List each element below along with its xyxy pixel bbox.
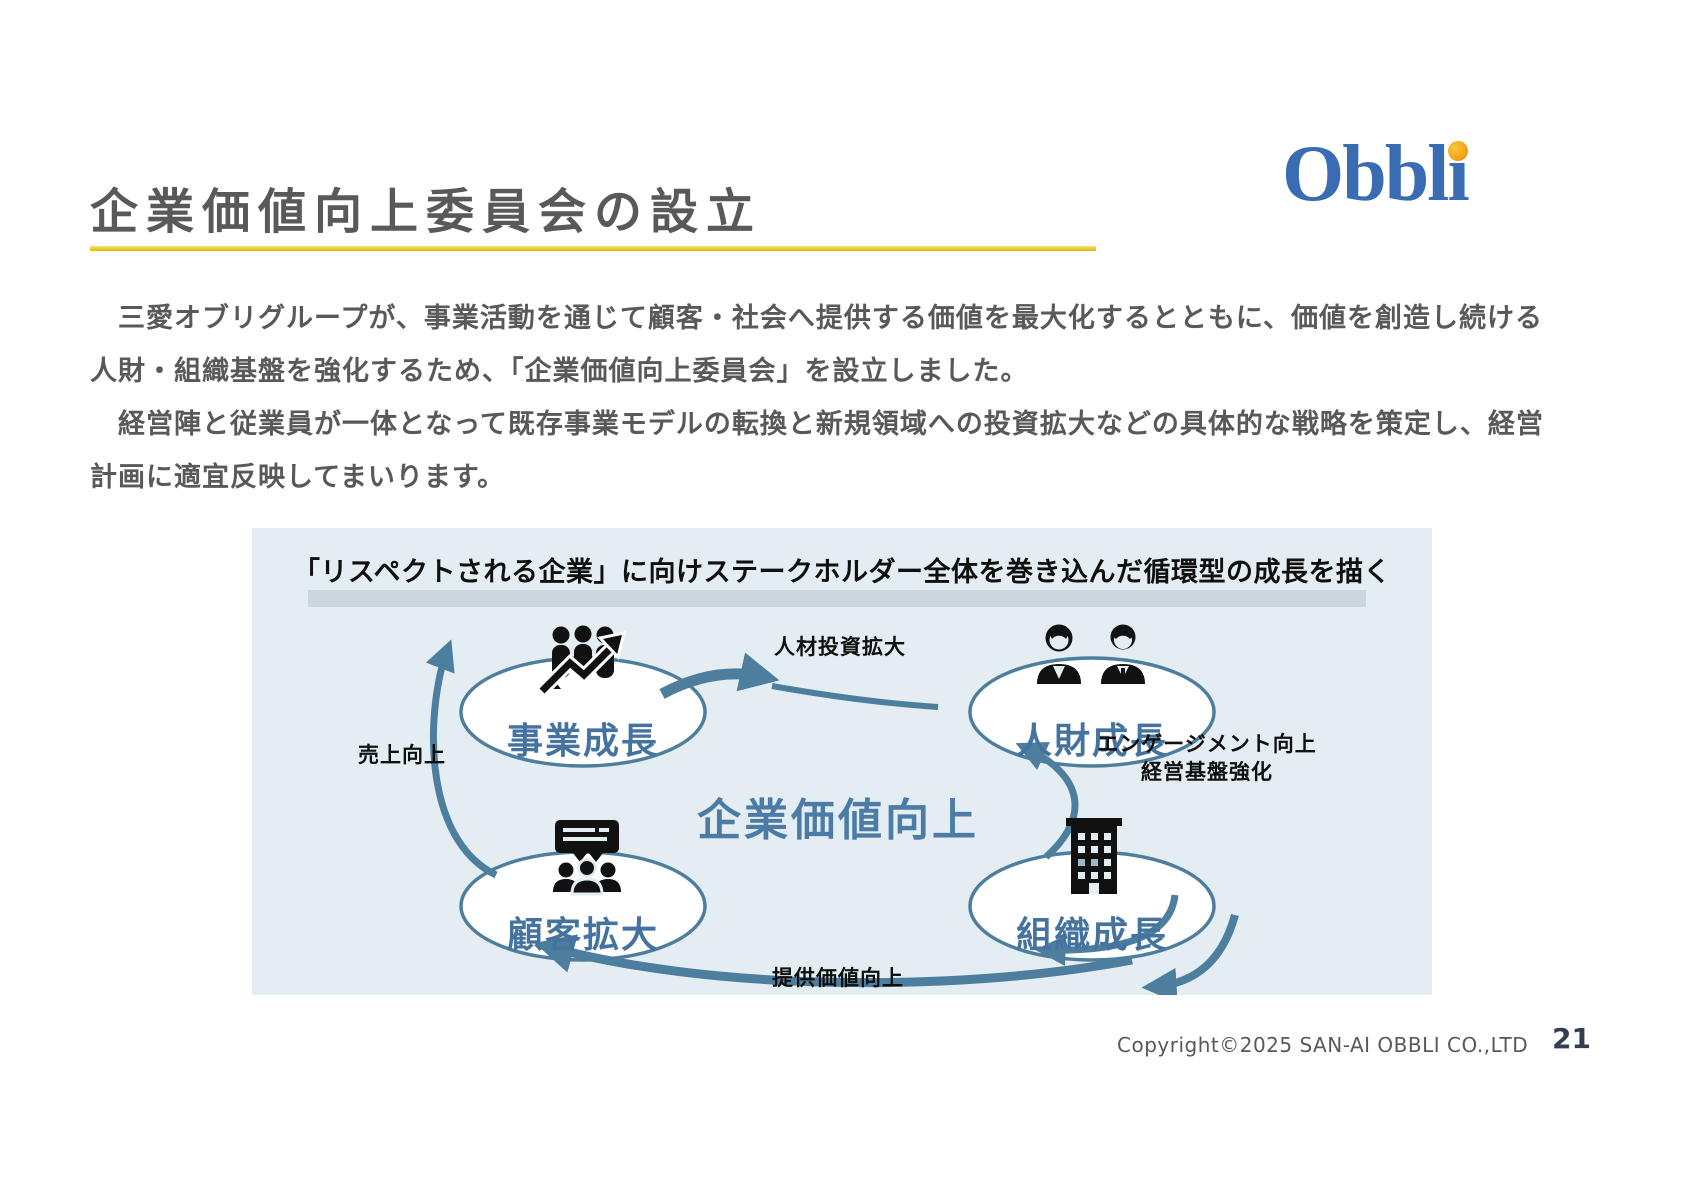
edge-label-sales-up: 売上向上 [358,743,446,767]
intro-line-2: 人財・組織基盤を強化するため、「企業価値向上委員会」を設立しました。 [90,356,1029,387]
intro-line-1: 三愛オブリグループが、事業活動を通じて顧客・社会へ提供する価値を最大化するととも… [90,303,1544,334]
intro-line-4: 計画に適宜反映してまいります。 [90,462,506,493]
title-underline [90,246,1096,251]
logo-text: Obbl [1282,130,1449,218]
arrow-top-thick [659,652,780,699]
edge-label-talent-investment: 人材投資拡大 [774,635,906,659]
node-label-organization-growth: 組織成長 [1015,915,1168,956]
edge-label-engagement: エンゲージメント向上 経営基盤強化 [1082,730,1332,786]
intro-paragraphs: 三愛オブリグループが、事業活動を通じて顧客・社会へ提供する価値を最大化するととも… [90,292,1580,504]
logo-orange-dot-icon [1447,141,1468,161]
page-number: 21 [1552,1022,1591,1055]
arrow-bottom-long [534,934,1133,988]
building-icon [1066,818,1122,894]
people-trend-icon [537,625,627,696]
center-label: 企業価値向上 [697,795,979,846]
copyright-text: Copyright©2025 SAN-AI OBBLI CO.,LTD [1117,1033,1529,1057]
node-label-business-growth: 事業成長 [506,721,659,762]
headline-shadow-bar [308,590,1366,607]
edge-label-engagement-line2: 経営基盤強化 [1141,760,1273,784]
businesspeople-icon [1037,624,1145,684]
page-title: 企業価値向上委員会の設立 [90,184,763,240]
intro-line-3: 経営陣と従業員が一体となって既存事業モデルの転換と新規領域への投資拡大などの具体… [90,409,1544,440]
cycle-diagram-panel: 「リスペクトされる企業」に向けステークホルダー全体を巻き込んだ循環型の成長を描く [252,528,1432,995]
node-label-customer-expansion: 顧客拡大 [506,915,659,956]
edge-label-engagement-line1: エンゲージメント向上 [1097,732,1317,756]
arrow-left-up [425,639,498,879]
presentation-audience-icon [553,820,621,896]
diagram-headline: 「リスペクトされる企業」に向けステークホルダー全体を巻き込んだ循環型の成長を描く [292,557,1392,588]
arrow-top-connector [771,683,939,710]
arrow-outer-right-hook [1141,913,1239,995]
obbli-logo: Obblı [1282,134,1470,214]
arrow-under-organization [1034,894,1179,966]
edge-label-value-up: 提供価値向上 [772,966,904,990]
ellipse-human-capital-growth [968,656,1216,768]
cycle-arrows-graphic [425,639,1239,995]
arrow-right-inner [1015,742,1079,860]
